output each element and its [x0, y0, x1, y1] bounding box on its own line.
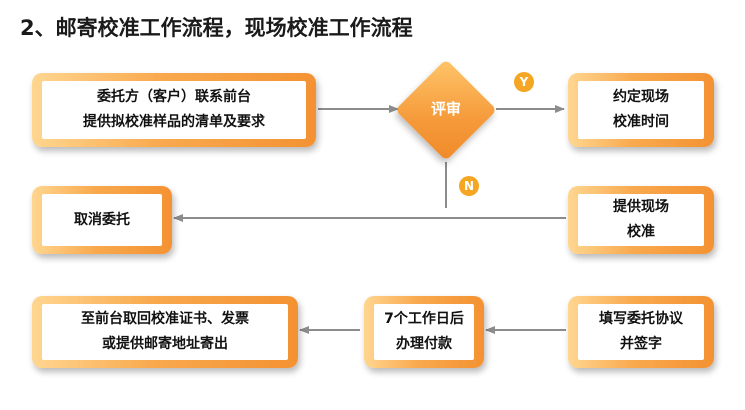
node-fill-sign-line2: 并签字	[620, 336, 662, 352]
node-onsite-line2: 校准	[627, 224, 655, 240]
decision-review-label: 评审	[430, 100, 461, 118]
node-schedule-line2: 校准时间	[613, 114, 669, 130]
node-cancel: 取消委托	[32, 186, 172, 254]
badge-yes: Y	[514, 72, 534, 92]
badge-no: N	[459, 176, 479, 196]
node-client-submit-line2: 提供拟校准样品的清单及要求	[83, 114, 265, 130]
node-pickup-line2: 或提供邮寄地址寄出	[102, 336, 228, 352]
node-client-submit-line1: 委托方（客户）联系前台	[97, 89, 251, 105]
node-schedule-line1: 约定现场	[613, 89, 669, 105]
node-fill-sign-line1: 填写委托协议	[599, 311, 683, 327]
node-payment: 7个工作日后 办理付款	[364, 296, 484, 368]
page-title: 2、邮寄校准工作流程，现场校准工作流程	[20, 16, 413, 40]
node-client-submit: 委托方（客户）联系前台 提供拟校准样品的清单及要求	[32, 73, 316, 147]
node-cancel-line1: 取消委托	[74, 211, 130, 228]
node-pickup-line1: 至前台取回校准证书、发票	[81, 311, 249, 327]
node-fill-sign: 填写委托协议 并签字	[568, 296, 714, 368]
node-pickup: 至前台取回校准证书、发票 或提供邮寄地址寄出	[32, 296, 298, 368]
node-schedule: 约定现场 校准时间	[568, 73, 714, 147]
node-onsite: 提供现场 校准	[568, 186, 714, 254]
node-payment-line1: 7个工作日后	[384, 311, 464, 327]
node-onsite-line1: 提供现场	[613, 199, 669, 215]
node-payment-line2: 办理付款	[396, 336, 452, 352]
